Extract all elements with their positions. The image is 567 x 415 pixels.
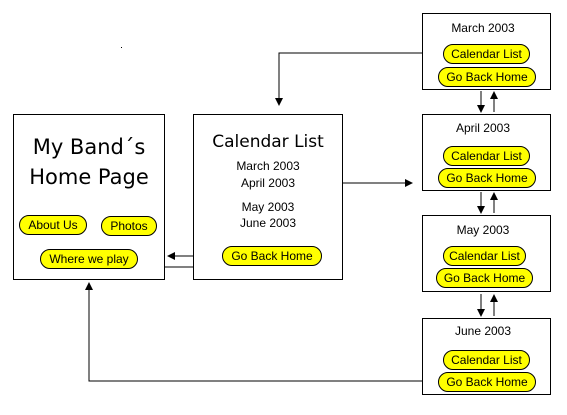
calendar-link-june[interactable]: June 2003 [239,216,297,230]
calendar-list-button[interactable]: Calendar List [443,246,526,266]
calendar-list-button[interactable]: Calendar List [443,146,530,166]
arrow-june-to-home [85,282,438,382]
stray-dot [121,47,122,48]
go-back-home-button[interactable]: Go Back Home [438,372,536,392]
month-box-march: March 2003 Calendar List Go Back Home [422,13,551,90]
where-we-play-button[interactable]: Where we play [40,249,138,269]
home-title-line1: My Band´s [32,135,146,159]
go-back-home-button[interactable]: Go Back Home [438,67,536,87]
month-title: May 2003 [456,223,510,237]
photos-button[interactable]: Photos [101,216,157,236]
month-title: April 2003 [455,121,511,135]
month-title: June 2003 [454,324,512,338]
go-back-home-button[interactable]: Go Back Home [436,268,533,288]
month-box-may: May 2003 Calendar List Go Back Home [422,215,551,292]
home-title-line2: Home Page [29,165,149,189]
calendar-link-april[interactable]: April 2003 [240,176,296,190]
month-title: March 2003 [451,21,515,35]
about-us-button[interactable]: About Us [19,215,87,235]
calendar-go-back-home-button[interactable]: Go Back Home [222,246,322,266]
calendar-list-box: Calendar List March 2003 April 2003 May … [193,114,343,280]
month-box-april: April 2003 Calendar List Go Back Home [422,114,551,191]
calendar-list-button[interactable]: Calendar List [443,350,530,370]
calendar-link-march[interactable]: March 2003 [236,159,300,173]
calendar-link-may[interactable]: May 2003 [241,200,295,214]
home-page-box: My Band´s Home Page About Us Photos Wher… [13,114,165,280]
month-box-june: June 2003 Calendar List Go Back Home [422,318,551,395]
calendar-title: Calendar List [212,132,324,152]
go-back-home-button[interactable]: Go Back Home [438,168,536,188]
calendar-list-button[interactable]: Calendar List [443,44,530,64]
arrow-march-to-calendar [275,52,442,106]
